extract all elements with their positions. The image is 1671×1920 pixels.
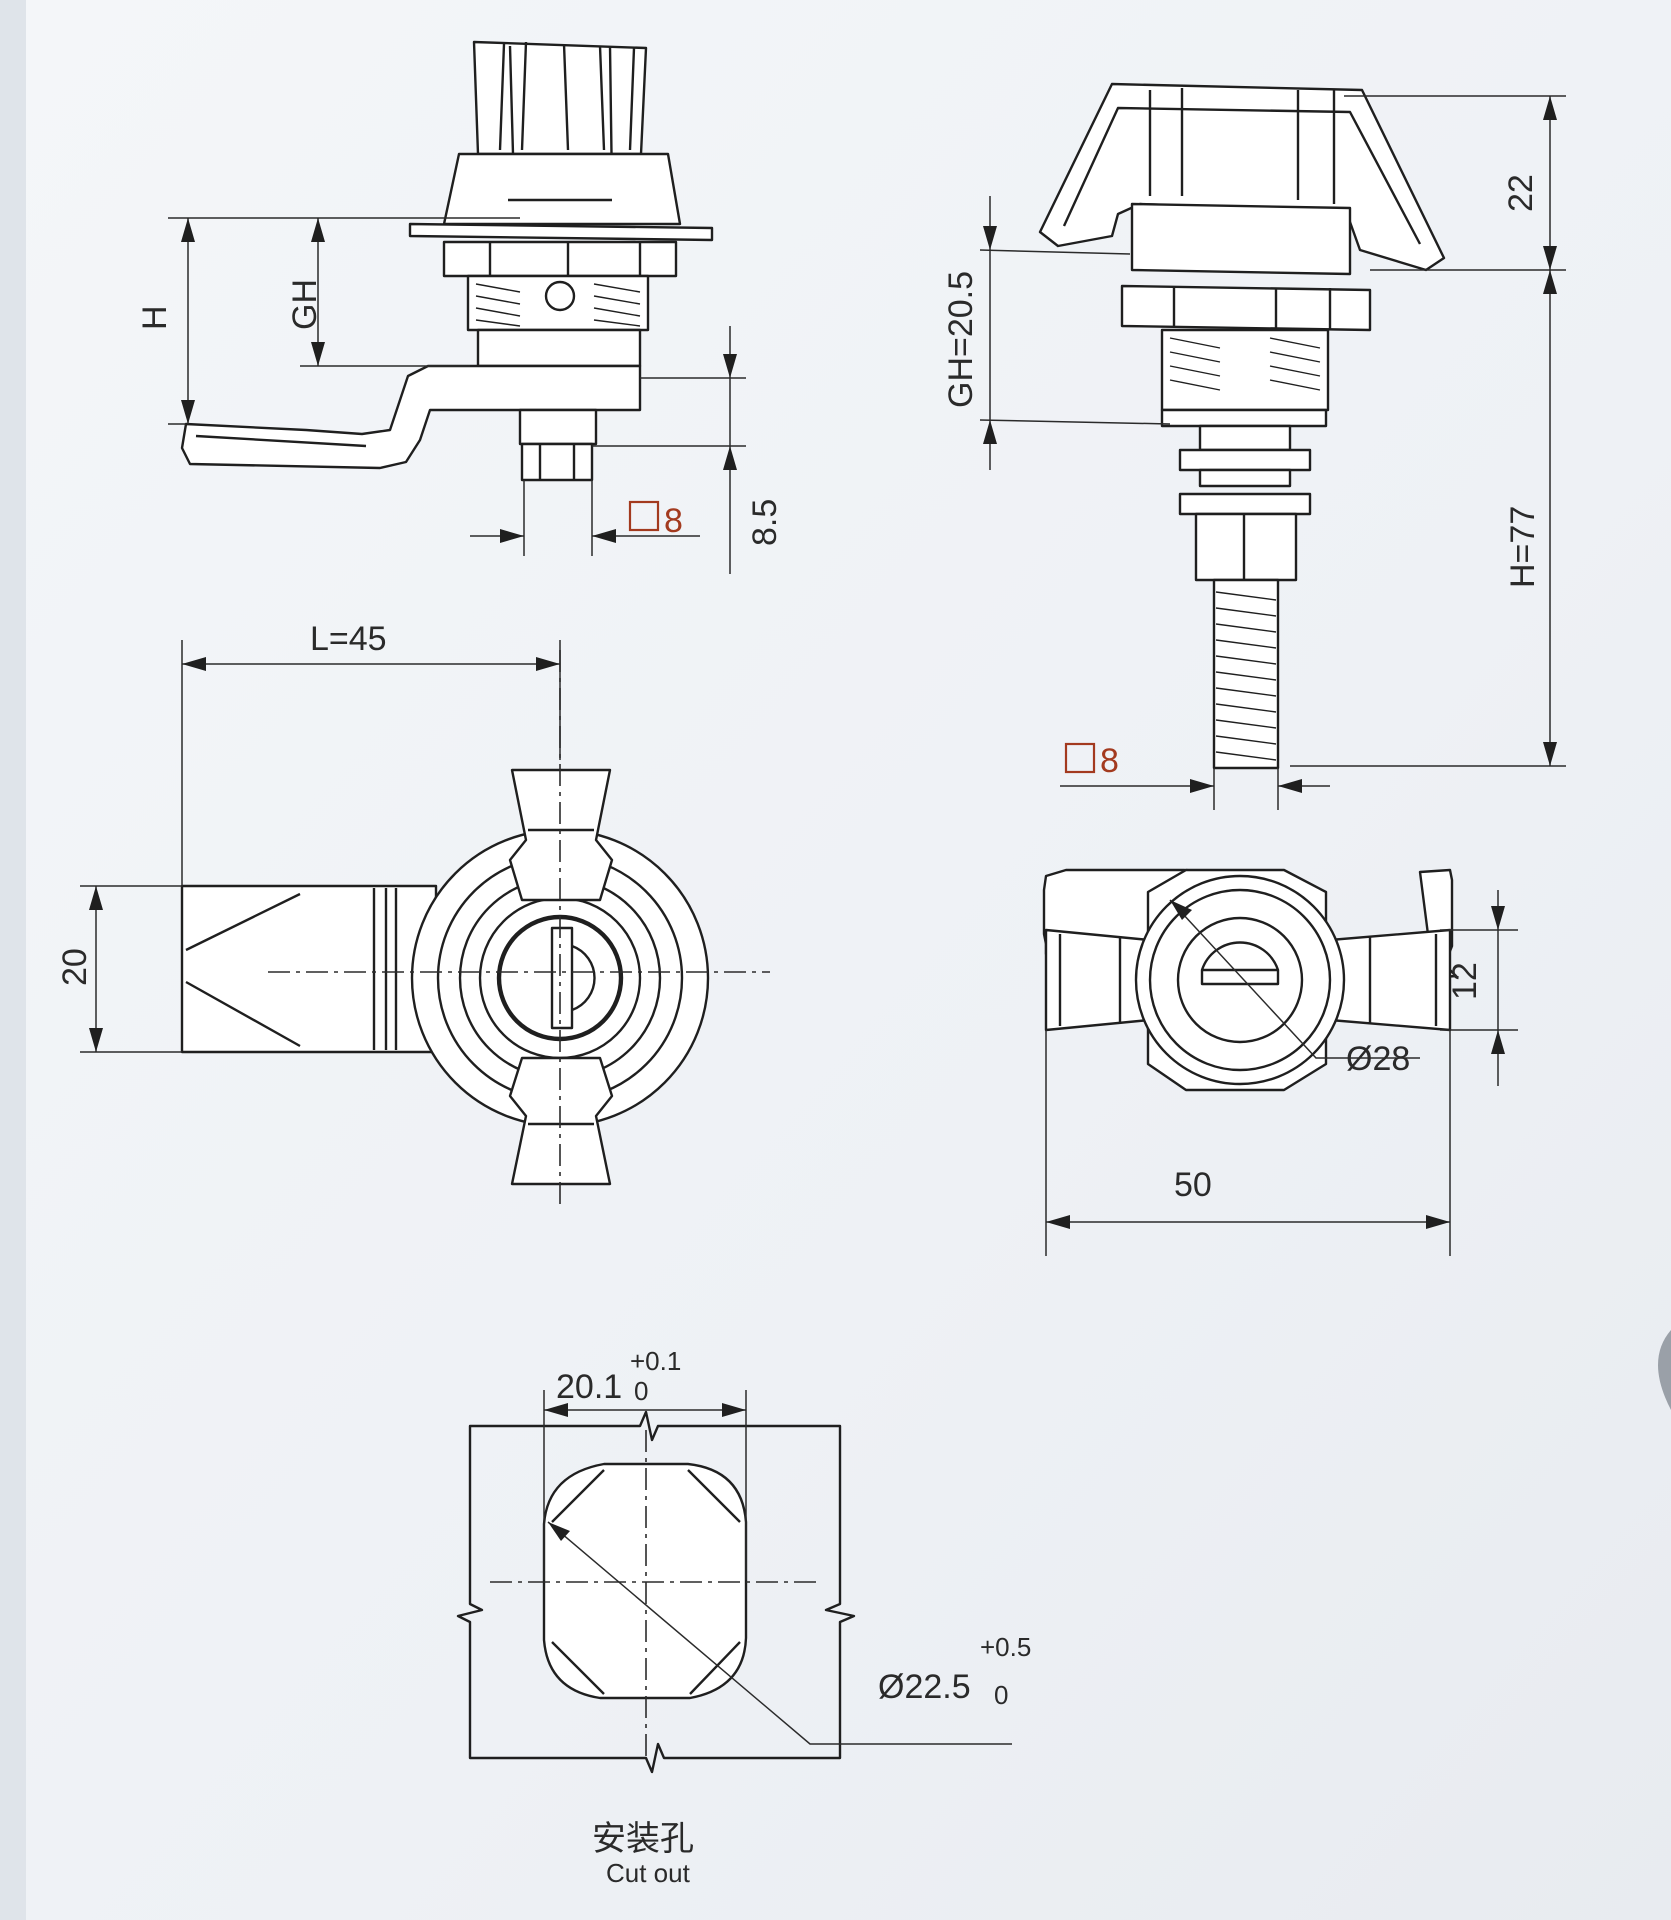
cutout-view	[456, 1390, 1012, 1774]
dim-50-label: 50	[1174, 1166, 1212, 1204]
dim-gh-20-5-label: GH=20.5	[942, 271, 980, 408]
cutout-title-en: Cut out	[606, 1858, 691, 1888]
dim-20-label: 20	[56, 948, 94, 986]
square-symbol-icon	[1064, 742, 1096, 774]
cutout-dia-tol-lower: 0	[994, 1680, 1008, 1710]
dim-8-5-label: 8.5	[746, 499, 784, 546]
dim-12-label: 12	[1446, 962, 1484, 1000]
side-view-right	[979, 82, 1566, 810]
dim-dia-28-label: Ø28	[1346, 1040, 1410, 1078]
square-size-label: 8	[664, 502, 683, 540]
dim-22-label: 22	[1502, 174, 1540, 212]
cutout-title-cn: 安装孔	[592, 1819, 694, 1859]
cutout-dia-label: Ø22.5	[878, 1668, 971, 1706]
cutout-width-tol-upper: +0.1	[630, 1346, 681, 1376]
dim-gh-label: GH	[286, 279, 324, 330]
page-tab	[1658, 1330, 1671, 1410]
cutout-width-tol-lower: 0	[634, 1376, 648, 1406]
square-symbol-icon	[628, 500, 660, 532]
side-view-left	[168, 40, 746, 574]
cutout-dia-tol-upper: +0.5	[980, 1632, 1031, 1662]
front-view-right	[1042, 868, 1518, 1256]
square-size-label: 8	[1100, 742, 1119, 780]
binding-edge	[0, 0, 26, 1920]
dim-l-45-label: L=45	[310, 620, 387, 658]
dim-h-77-label: H=77	[1504, 506, 1542, 588]
front-view-left	[80, 640, 770, 1210]
dim-h-label: H	[136, 305, 174, 330]
cutout-width-label: 20.1	[556, 1368, 622, 1406]
